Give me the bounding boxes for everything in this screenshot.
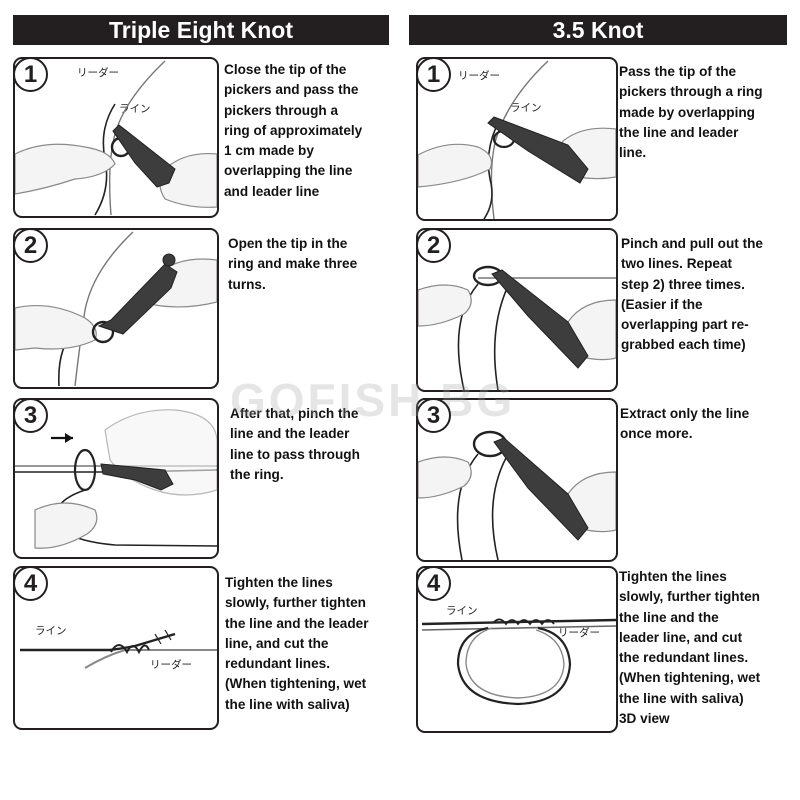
left-step-3-number: 3 [15, 400, 48, 433]
right-step-2-illustration: 2 [416, 228, 618, 392]
right-step-2-number: 2 [418, 230, 451, 263]
right-step-4-illustration: 4 ライン リーダー [416, 566, 618, 733]
left-step-2-illustration: 2 [13, 228, 219, 389]
right-step-3-number: 3 [418, 400, 451, 433]
step-illustration [418, 430, 616, 560]
step-illustration [418, 265, 616, 390]
step-illustration: ライン リーダー [421, 605, 616, 706]
left-step-3-text: After that, pinch the line and the leade… [230, 406, 360, 482]
label-line: ライン [446, 605, 478, 617]
left-step-1-text: Close the tip of the pickers and pass th… [224, 62, 363, 199]
right-step-4-number: 4 [418, 568, 451, 601]
left-step-4-illustration: 4 ライン リーダー [13, 566, 219, 730]
step-illustration [15, 231, 217, 387]
label-leader: リーダー [558, 626, 600, 639]
label-line: ライン [35, 625, 67, 637]
step-illustration: リーダー ライン [15, 60, 217, 216]
header-3-5-knot: 3.5 Knot [409, 15, 787, 45]
header-triple-eight-knot: Triple Eight Knot [13, 15, 389, 45]
right-step-3-illustration: 3 [416, 398, 618, 562]
left-step-2-number: 2 [15, 230, 48, 263]
label-leader: リーダー [77, 66, 119, 79]
step-illustration: ライン リーダー [20, 625, 217, 671]
left-step-4-number: 4 [15, 568, 48, 601]
label-leader: リーダー [150, 658, 192, 671]
right-step-2-text: Pinch and pull out the two lines. Repeat… [621, 236, 763, 353]
left-step-1-number: 1 [15, 59, 48, 92]
right-step-4-text: Tighten the lines slowly, further tighte… [619, 569, 761, 727]
right-step-1-number: 1 [418, 59, 451, 92]
right-step-3-text: Extract only the line once more. [620, 406, 750, 442]
step-illustration: リーダー ライン [418, 60, 616, 219]
left-step-4-text: Tighten the lines slowly, further tighte… [225, 575, 369, 712]
left-step-3-illustration: 3 [13, 398, 219, 559]
left-step-2-text: Open the tip in the ring and make three … [228, 236, 358, 292]
right-step-1-illustration: 1 リーダー ライン [416, 57, 618, 221]
label-leader: リーダー [458, 69, 500, 82]
left-step-1-illustration: 1 リーダー ライン [13, 57, 219, 218]
step-illustration [15, 409, 217, 549]
label-line: ライン [510, 102, 542, 114]
right-step-1-text: Pass the tip of the pickers through a ri… [619, 64, 763, 161]
